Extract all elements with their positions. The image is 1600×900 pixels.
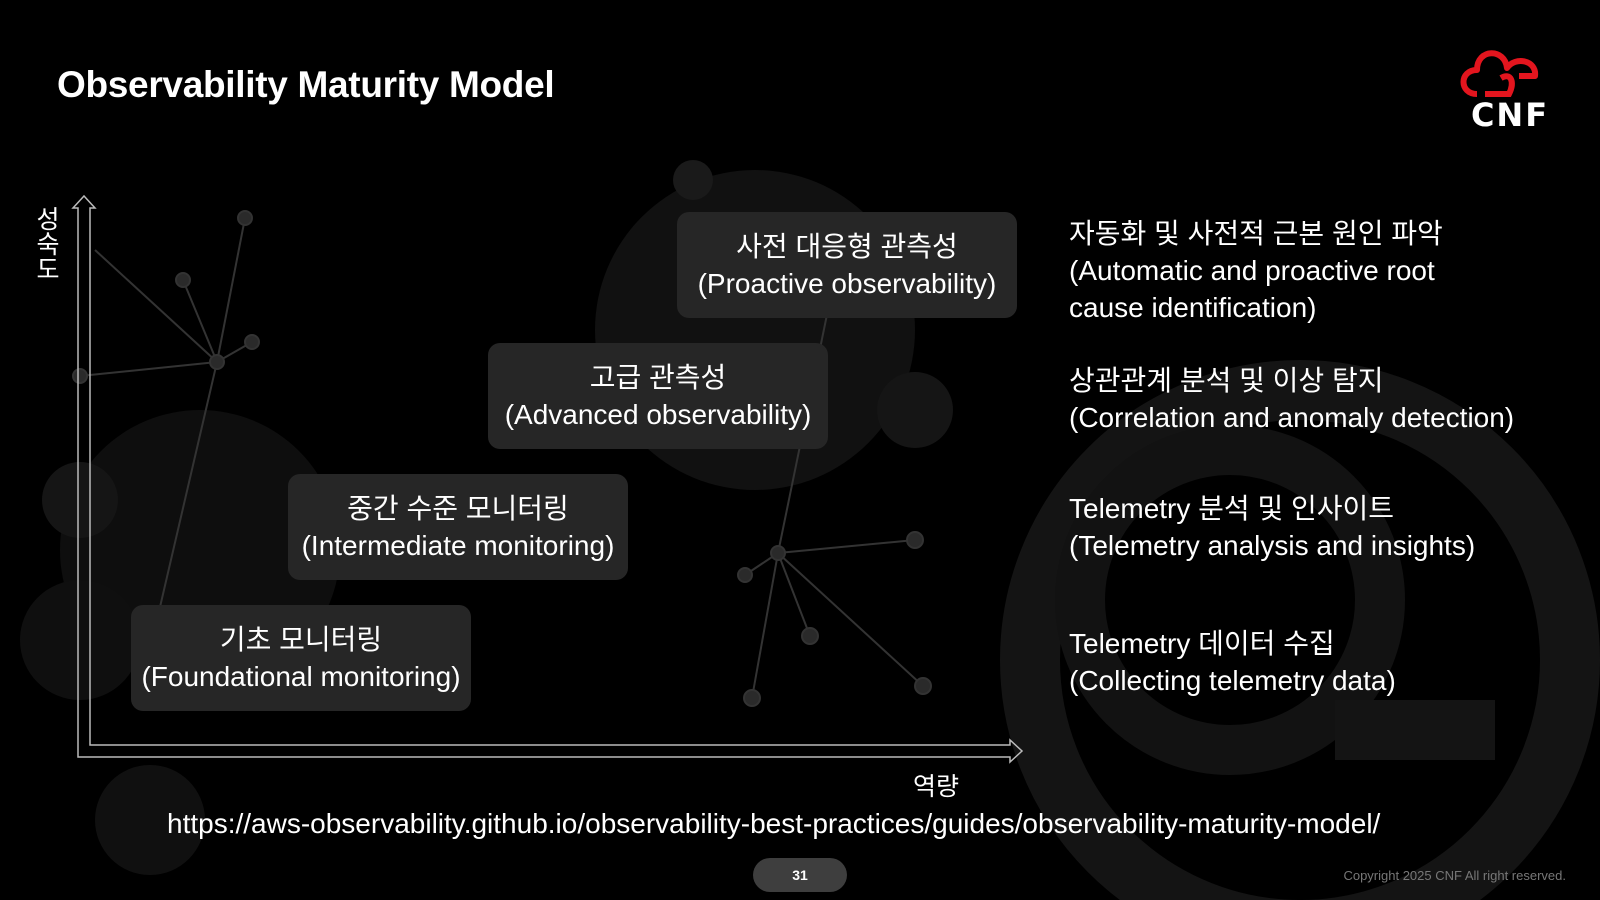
stage-title-ko: 고급 관측성 bbox=[589, 362, 727, 393]
stage-title-ko: 사전 대응형 관측성 bbox=[736, 231, 958, 262]
copyright: Copyright 2025 CNF All right reserved. bbox=[1343, 868, 1566, 883]
source-link[interactable]: https://aws-observability.github.io/obse… bbox=[167, 808, 1381, 839]
stage-description-advanced: 상관관계 분석 및 이상 탐지 (Correlation and anomaly… bbox=[1069, 362, 1514, 436]
stage-intermediate: 중간 수준 모니터링 (Intermediate monitoring) bbox=[288, 474, 628, 580]
stage-title-en: (Proactive observability) bbox=[697, 268, 997, 299]
stage-title-en: (Advanced observability) bbox=[504, 399, 812, 430]
x-axis-label: 역량 bbox=[913, 773, 960, 801]
stage-title-ko: 기초 모니터링 bbox=[219, 624, 383, 655]
stage-foundational: 기초 모니터링 (Foundational monitoring) bbox=[131, 605, 471, 711]
desc-en: (Collecting telemetry data) bbox=[1069, 665, 1396, 696]
stage-title-en: (Foundational monitoring) bbox=[141, 661, 461, 692]
slide-title: Observability Maturity Model bbox=[57, 64, 555, 105]
desc-en: (Telemetry analysis and insights) bbox=[1069, 530, 1476, 561]
stage-description-intermediate: Telemetry 분석 및 인사이트 (Telemetry analysis … bbox=[1069, 490, 1475, 564]
cnf-logo: CNF bbox=[1455, 42, 1565, 137]
axes bbox=[71, 194, 1024, 764]
stage-title-en: (Intermediate monitoring) bbox=[301, 530, 615, 561]
desc-ko: 자동화 및 사전적 근본 원인 파악 bbox=[1069, 218, 1443, 249]
desc-ko: 상관관계 분석 및 이상 탐지 bbox=[1069, 365, 1384, 396]
stage-proactive: 사전 대응형 관측성 (Proactive observability) bbox=[677, 212, 1017, 318]
stage-advanced: 고급 관측성 (Advanced observability) bbox=[488, 343, 828, 449]
desc-en: (Correlation and anomaly detection) bbox=[1069, 402, 1515, 433]
stage-description-proactive: 자동화 및 사전적 근본 원인 파악 (Automatic and proact… bbox=[1069, 215, 1499, 326]
y-axis-label: 성숙도 bbox=[36, 206, 60, 284]
cloud-heart-icon bbox=[1460, 50, 1539, 97]
stage-title-ko: 중간 수준 모니터링 bbox=[347, 493, 569, 524]
desc-ko: Telemetry 분석 및 인사이트 bbox=[1069, 493, 1395, 524]
desc-en: (Automatic and proactive root cause iden… bbox=[1069, 255, 1435, 323]
logo-text: CNF bbox=[1470, 96, 1550, 134]
stage-description-foundational: Telemetry 데이터 수집 (Collecting telemetry d… bbox=[1069, 625, 1396, 699]
page-number: 31 bbox=[753, 858, 847, 892]
desc-ko: Telemetry 데이터 수집 bbox=[1069, 628, 1335, 659]
